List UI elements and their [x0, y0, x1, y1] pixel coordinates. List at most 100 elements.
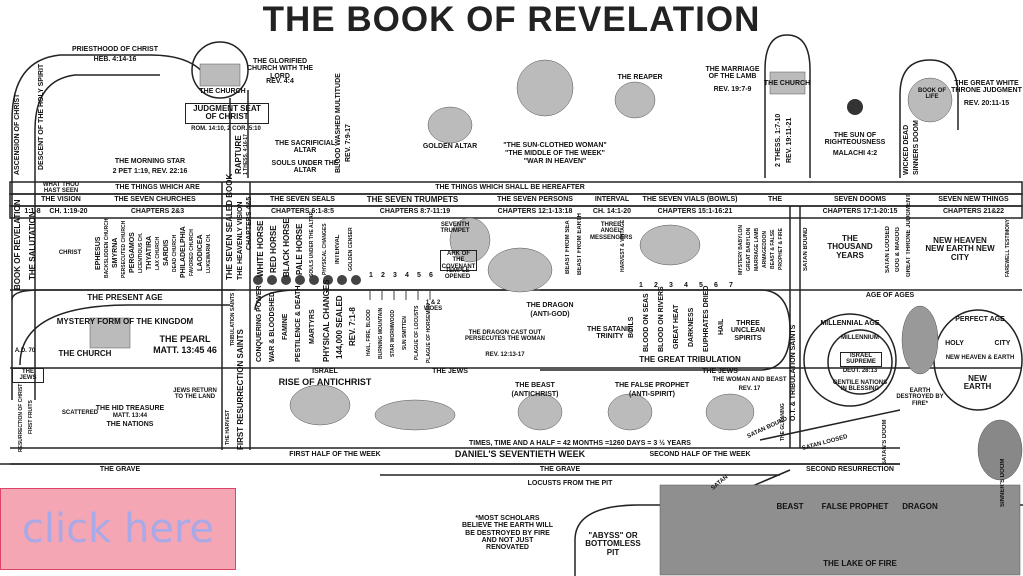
- new-he-label: NEW HEAVEN & EARTH: [945, 355, 1015, 361]
- seal-label: PALE HORSE: [295, 223, 304, 276]
- seal-lower: WAR & BLOODSHED: [269, 292, 276, 362]
- band2-trumpets: THE SEVEN TRUMPETS: [366, 195, 459, 204]
- band3-ref: CHAPTERS 8:7-11:19: [379, 208, 451, 215]
- rev17-label: REV. 17: [738, 386, 761, 392]
- glorified-ref: REV. 4:4: [266, 78, 294, 85]
- times-label: TIMES, TIME AND A HALF = 42 MONTHS =1260…: [469, 440, 691, 447]
- band2-vision: THE VISION: [41, 196, 81, 203]
- jews-left: THE JEWS: [12, 368, 44, 383]
- anti-spirit-label: (ANTI-SPIRIT): [629, 391, 675, 398]
- church-building-left: [199, 63, 241, 87]
- vial-num: 5: [699, 282, 703, 289]
- abyss-outline: [574, 504, 1023, 576]
- band3-ref: CHAPTERS 17:1-20:15: [822, 208, 898, 215]
- first-fruits: FIRST FRUITS: [28, 400, 34, 435]
- things-which-are: THE THINGS WHICH ARE: [115, 184, 200, 191]
- earth-destroyed: EARTH DESTROYED BY FIRE*: [896, 388, 944, 407]
- click-here-button[interactable]: click here: [0, 488, 236, 570]
- millennial-age: MILLENNIAL AGE: [820, 320, 880, 327]
- wicked-dead-label: WICKED DEAD: [903, 124, 910, 175]
- mystery-form: MYSTERY FORM OF THE KINGDOM: [56, 317, 194, 326]
- church-circle: [191, 41, 249, 99]
- ascension-label: ASCENSION OF CHRIST: [14, 93, 21, 175]
- band2-new-things: SEVEN NEW THINGS: [938, 196, 1009, 203]
- malachi-label: MALACHI 4:2: [832, 150, 878, 157]
- throne-judgment-label: GREAT THRONE JUDGMENT: [906, 194, 912, 277]
- seal-lower: FAMINE: [282, 313, 289, 341]
- blood-multitude-label: BLOOD WASHED MULTITUDE: [335, 73, 342, 173]
- harvest-left: THE HARVEST: [225, 409, 231, 446]
- ot-saints: O.T. & TRIBULATION SAINTS: [790, 324, 797, 421]
- church-desc: LAX CHURCH: [155, 236, 161, 270]
- rise-antichrist: RISE OF ANTICHRIST: [278, 377, 372, 387]
- doom-label: ARMAGEDDON: [762, 231, 768, 268]
- morning-star-label: THE MORNING STAR: [114, 158, 186, 165]
- nations-label: THE NATIONS: [106, 421, 154, 428]
- vial-angel-pic: [639, 224, 701, 266]
- war-heaven-label: "WAR IN HEAVEN": [523, 158, 587, 165]
- sun-right-label: THE SUN OF RIGHTEOUSNESS: [824, 132, 886, 147]
- seal-label: GOLDEN CENSER: [348, 227, 354, 272]
- doom-label: MARRIAGE LAMB: [754, 227, 760, 272]
- lake-false-prophet: FALSE PROPHET: [821, 502, 889, 511]
- lake-of-fire-label: THE LAKE OF FIRE: [823, 559, 897, 568]
- band3-ref: CH. 1:19-20: [49, 208, 88, 215]
- heavenly-vision: THE HEAVENLY VISION: [237, 201, 244, 280]
- band3-ref: CHAPTERS 2&3: [130, 208, 185, 215]
- satanic-trinity: THE SATANIC TRINITY: [586, 326, 634, 341]
- lake-beast: BEAST: [776, 502, 804, 511]
- vial-lower: DARKNESS: [688, 307, 695, 347]
- vial-num: 3: [669, 282, 673, 289]
- band2-churches: THE SEVEN CHURCHES: [114, 196, 196, 203]
- three-unclean: THREE UNCLEAN SPIRITS: [730, 320, 766, 342]
- trumpet-num: 4: [405, 272, 409, 279]
- rev19-label: REV. 19:11-21: [786, 117, 793, 163]
- page-title: THE BOOK OF REVELATION: [262, 0, 761, 39]
- church-name: SMYRNA: [112, 237, 119, 269]
- israel-label: ISRAEL: [312, 368, 338, 375]
- seal-lower: PESTILENCE & DEATH: [295, 285, 302, 363]
- white-throne-pic: [907, 77, 953, 123]
- band2-persons: THE SEVEN PERSONS: [497, 196, 573, 203]
- church-desc: LUKEWARM CH.: [206, 233, 212, 273]
- jews-return: JEWS RETURN TO THE LAND: [173, 388, 217, 401]
- seventh-trumpet: SEVENTH TRUMPET: [440, 222, 470, 235]
- first-half-week: FIRST HALF OF THE WEEK: [289, 451, 381, 458]
- church-mid-label: THE CHURCH: [58, 349, 112, 358]
- judgment-ref: ROM. 14:10, 2 COR. 5:10: [191, 126, 261, 132]
- band2-seals: THE SEVEN SEALS: [270, 196, 335, 203]
- trumpet-num: 5: [417, 272, 421, 279]
- trumpet-lower: HAIL, FIRE, BLOOD: [366, 309, 372, 357]
- vial-num: 2: [654, 282, 658, 289]
- vial-lower: EUPHRATES DRIED: [703, 285, 710, 352]
- church-desc: PERSECUTED CHURCH: [121, 220, 127, 278]
- trumpet-num: 3: [393, 272, 397, 279]
- woman-beast-pic: [705, 393, 755, 431]
- vial-lower: BOILS: [628, 316, 635, 338]
- new-earth-label: NEW EARTH: [963, 374, 992, 392]
- the-jews-mid: THE JEWS: [432, 368, 468, 375]
- dragon-cast: THE DRAGON CAST OUT PERSECUTES THE WOMAN: [464, 330, 545, 343]
- millennium-label: MILLENNIUM: [841, 335, 879, 341]
- seal-label: WHITE HORSE: [256, 220, 265, 277]
- church-desc: DEAD CHURCH: [172, 234, 178, 272]
- glorified-label: THE GLORIFIED CHURCH WITH THE LORD: [246, 58, 314, 80]
- church-desc: LICENTIOUS CH.: [138, 232, 144, 274]
- seal-icons: [253, 275, 361, 285]
- hills-pic: [374, 399, 456, 431]
- vial-lower: HAIL: [718, 318, 725, 336]
- deut-label: DEUT. 28:13: [842, 368, 878, 374]
- doom-label: SATAN BOUND: [803, 227, 809, 272]
- false-prophet-pic: [607, 393, 653, 431]
- harvest-vintage: HARVEST & VINTAGE: [620, 219, 626, 272]
- woman-beast-label: THE WOMAN AND BEAST: [712, 377, 787, 383]
- grave-left: THE GRAVE: [99, 466, 141, 473]
- sealed-book-label: THE SEVEN SEALED BOOK: [225, 173, 234, 280]
- sinners-doom-bottom: SINNER'S DOOM: [1000, 458, 1006, 507]
- book-revelation-label: BOOK OF REVELATION: [13, 199, 22, 290]
- middle-week-label: "THE MIDDLE OF THE WEEK": [505, 150, 605, 157]
- golden-altar-pic: [427, 106, 473, 144]
- trumpet-lower: BURNING MOUNTAIN: [378, 307, 384, 359]
- seal-lower: PHYSICAL CHANGES: [322, 279, 331, 362]
